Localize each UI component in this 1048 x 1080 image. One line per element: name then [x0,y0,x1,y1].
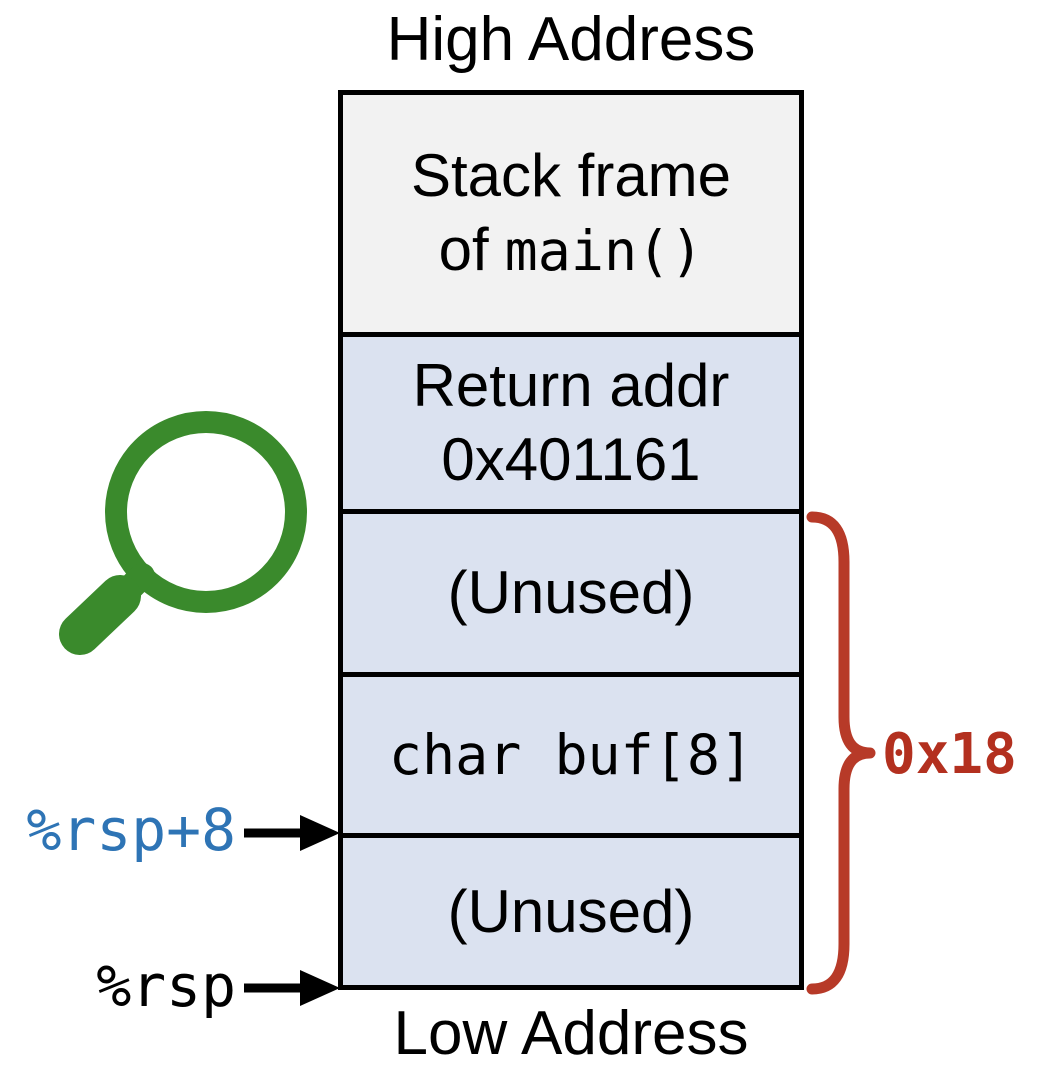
rsp-plus-8-arrow-icon [244,815,340,851]
stack-cell-return-addr: Return addr 0x401161 [343,332,799,509]
stack-cell-char-buf: char buf[8] [343,672,799,833]
main-frame-line1: Stack frame [410,142,732,209]
stack-cell-unused-upper: (Unused) [343,509,799,672]
stack-cell-main-frame: Stack frame of main() [343,95,799,332]
unused-upper-label: (Unused) [447,559,695,626]
size-brace-icon [806,511,876,995]
main-frame-line2: of main() [439,213,704,288]
high-address-label: High Address [386,5,756,74]
rsp-label: %rsp [96,952,236,1020]
main-frame-function-name: main() [504,219,704,283]
stack-column: Stack frame of main() Return addr 0x4011… [338,90,804,990]
rsp-arrow-icon [244,970,340,1006]
unused-lower-label: (Unused) [447,877,695,945]
size-label-0x18: 0x18 [882,722,1017,787]
return-addr-value: 0x401161 [441,426,701,493]
return-addr-line1: Return addr [412,352,730,419]
low-address-label: Low Address [393,999,749,1068]
char-buf-label: char buf[8] [388,723,754,787]
magnifying-glass-icon [59,411,307,655]
main-frame-line2-prefix: of [438,216,489,283]
stack-cell-unused-lower: (Unused) [343,833,799,985]
rsp-plus-8-label: %rsp+8 [26,796,236,864]
